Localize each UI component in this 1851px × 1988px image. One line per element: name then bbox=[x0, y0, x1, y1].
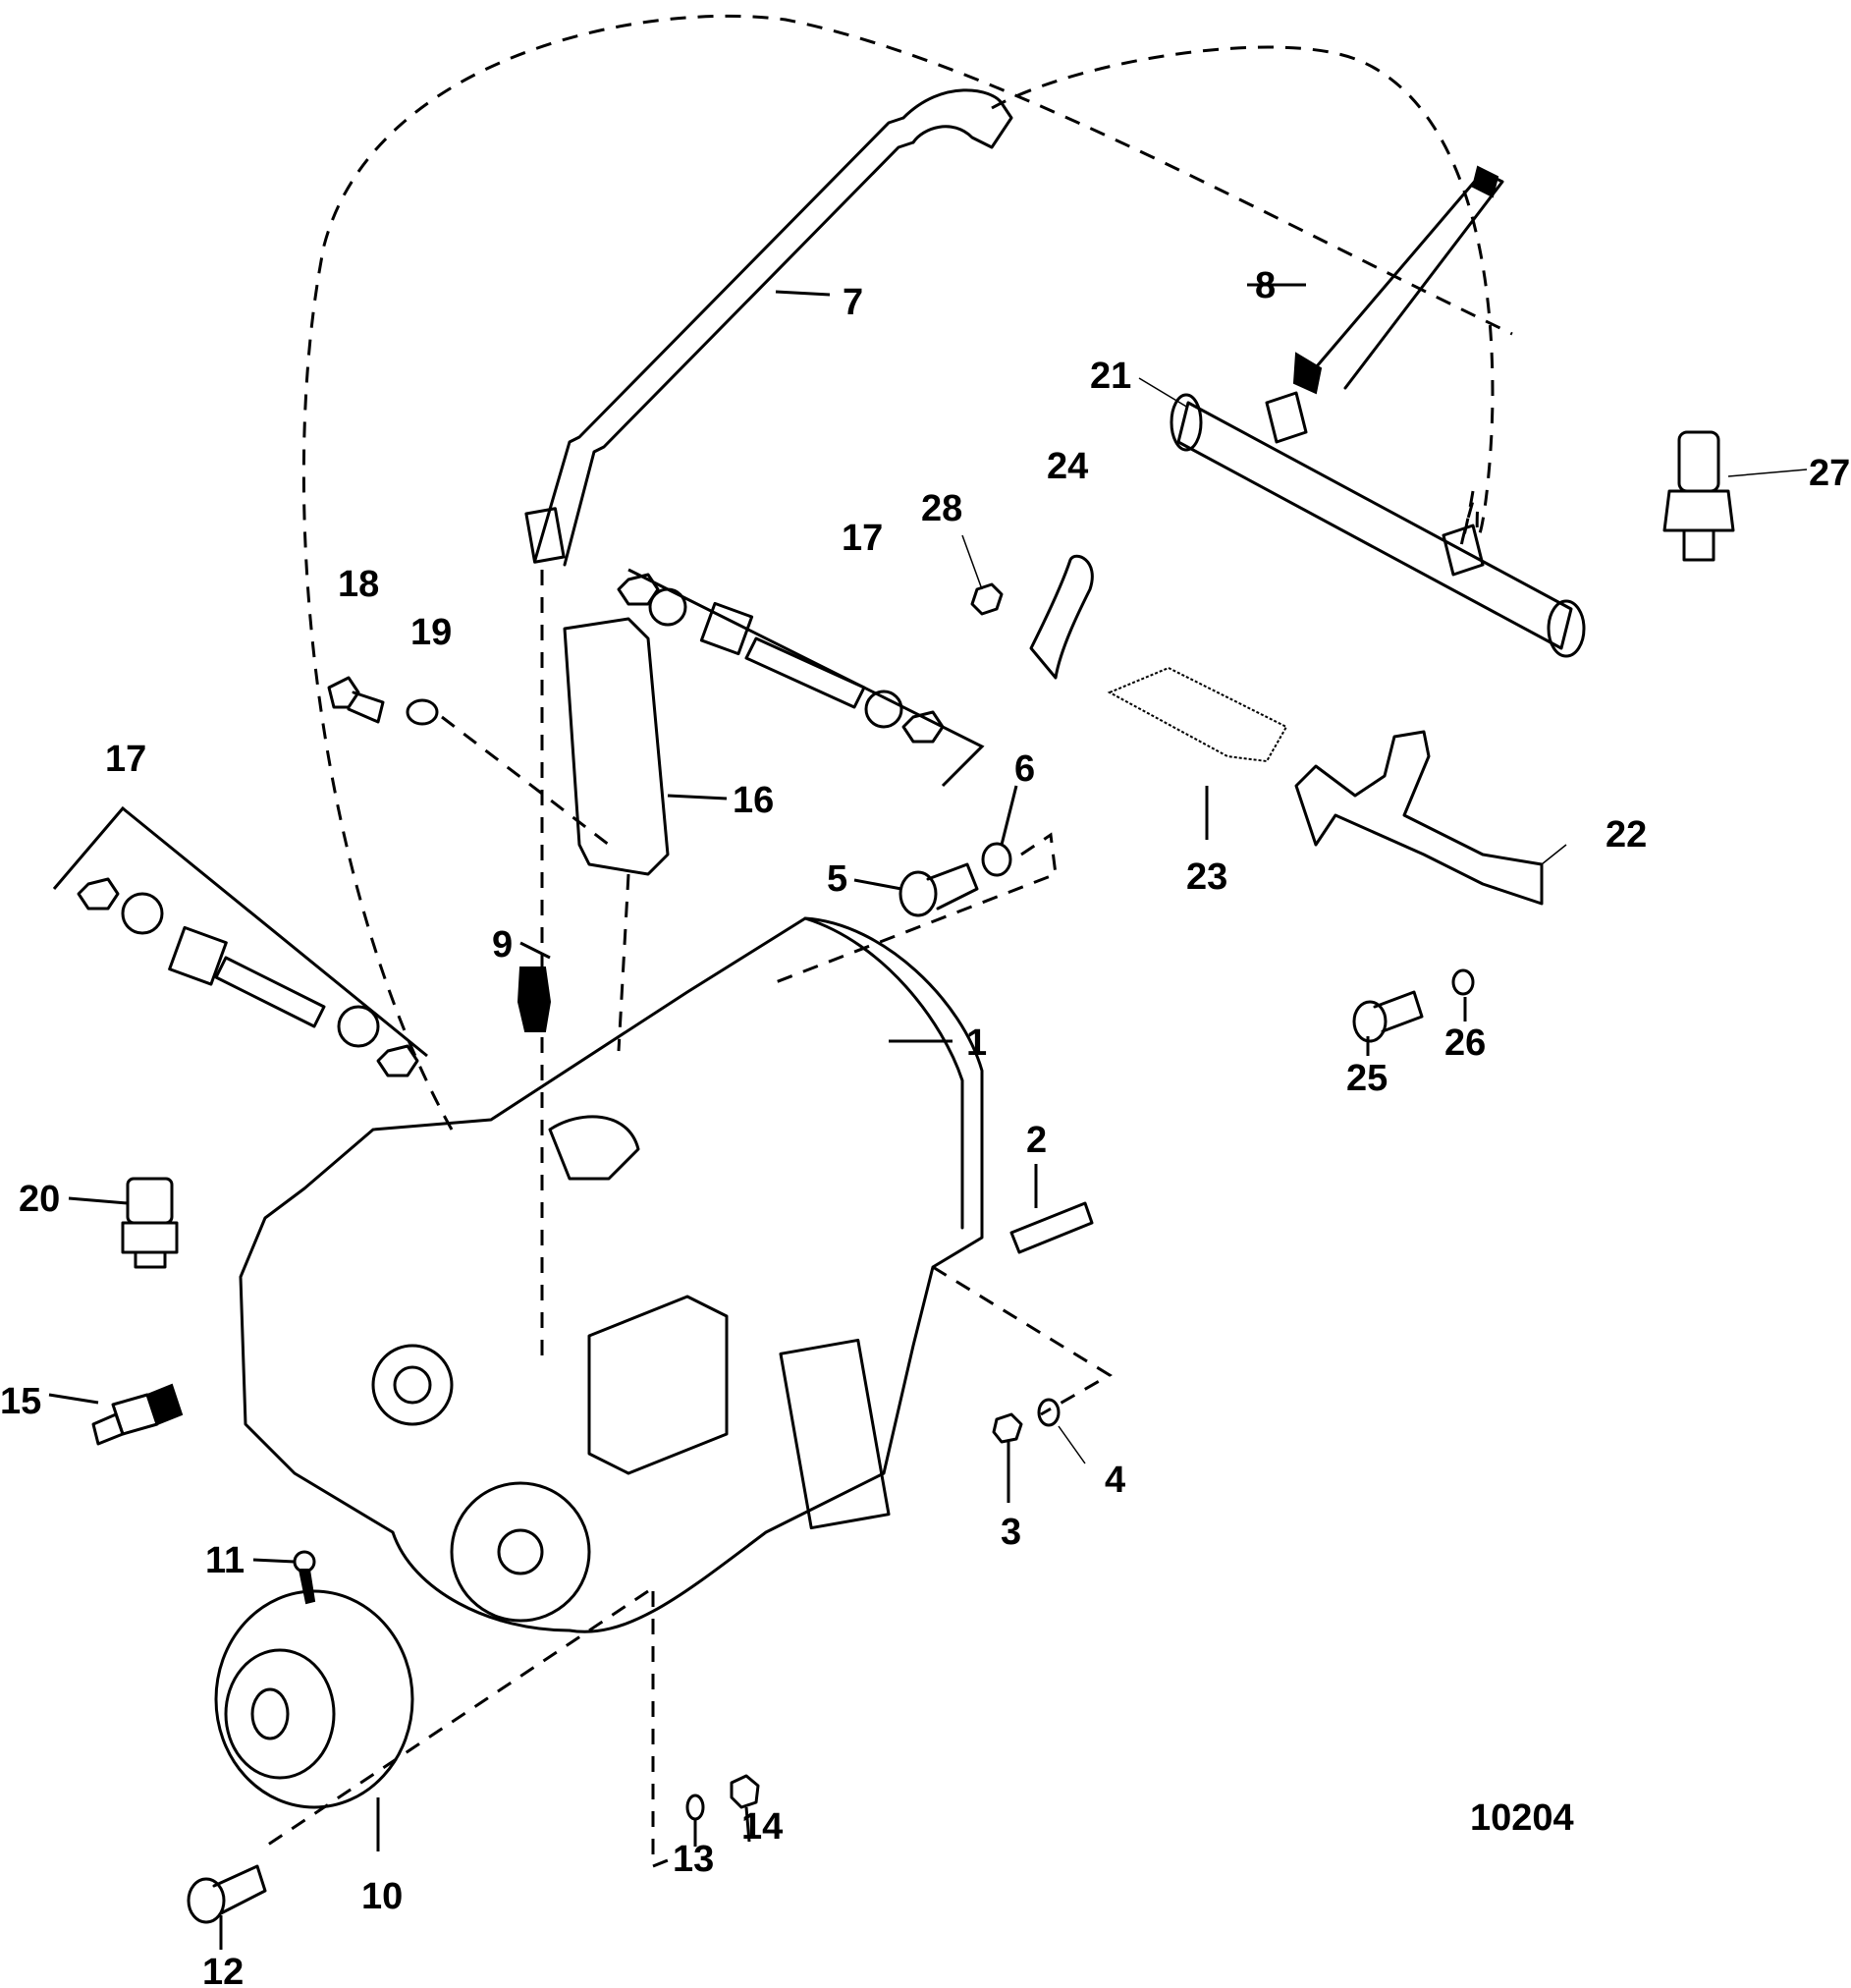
figure-number: 10204 bbox=[1470, 1797, 1574, 1839]
part-17-mount-kit-top bbox=[617, 568, 985, 788]
dash-housing-to-10 bbox=[264, 1589, 649, 1849]
part-19-lock-washer bbox=[406, 698, 439, 726]
part-1-transmission-housing bbox=[239, 916, 984, 1633]
part-27-sensor bbox=[1662, 430, 1735, 562]
callout-19: 19 bbox=[410, 612, 452, 653]
callout-21: 21 bbox=[1090, 356, 1131, 397]
part-25-bolt bbox=[1352, 990, 1424, 1043]
dash-19-to-16 bbox=[441, 715, 610, 847]
callout-27: 27 bbox=[1809, 453, 1850, 494]
part-5-bolt bbox=[898, 862, 979, 917]
dash-housing-to-3-4 bbox=[932, 1265, 1113, 1416]
callout-3: 3 bbox=[1001, 1512, 1021, 1553]
part-15-sender bbox=[91, 1383, 184, 1446]
part-13-washer bbox=[685, 1794, 705, 1821]
part-23-insulator-strip bbox=[1107, 666, 1288, 763]
callout-24: 24 bbox=[1047, 446, 1088, 487]
callout-labels: 7 8 21 27 24 28 17 18 19 17 16 6 5 23 22… bbox=[0, 265, 1850, 1988]
callout-22: 22 bbox=[1606, 814, 1647, 856]
part-17-mount-kit-left bbox=[52, 805, 428, 1077]
part-6-washer bbox=[981, 842, 1012, 877]
part-11-screw bbox=[293, 1550, 316, 1605]
part-20-switch bbox=[121, 1177, 179, 1269]
part-2-dowel-pin bbox=[1009, 1201, 1094, 1254]
callout-18: 18 bbox=[338, 564, 379, 605]
callout-9: 9 bbox=[492, 924, 513, 966]
hose-routing-path-cooler bbox=[1460, 490, 1475, 546]
hose-routing-path-right bbox=[991, 45, 1495, 537]
callout-15: 15 bbox=[0, 1381, 41, 1422]
callout-14: 14 bbox=[741, 1806, 783, 1848]
callout-7: 7 bbox=[843, 282, 863, 323]
leader-lines bbox=[48, 283, 1808, 1950]
part-16-mounting-plate bbox=[563, 617, 670, 876]
dash-16-to-housing bbox=[617, 873, 630, 1052]
callout-2: 2 bbox=[1026, 1120, 1047, 1161]
part-10-drive-flange bbox=[214, 1589, 414, 1809]
part-12-bolt bbox=[187, 1864, 267, 1924]
callout-25: 25 bbox=[1346, 1058, 1388, 1099]
part-28-nut bbox=[970, 582, 1004, 616]
part-14-nut bbox=[730, 1774, 760, 1809]
callout-12: 12 bbox=[202, 1952, 244, 1988]
callout-1: 1 bbox=[966, 1022, 987, 1064]
hose-routing-path-left bbox=[301, 14, 1513, 1131]
dash-6-to-housing bbox=[775, 832, 1058, 984]
callout-5: 5 bbox=[827, 858, 847, 900]
part-3-nut bbox=[992, 1412, 1023, 1444]
callout-16: 16 bbox=[733, 780, 774, 821]
part-24-clamp bbox=[1029, 554, 1094, 680]
callout-23: 23 bbox=[1186, 856, 1227, 898]
part-9-fitting bbox=[517, 966, 552, 1032]
callout-17-top: 17 bbox=[842, 518, 883, 559]
part-18-bolt bbox=[327, 676, 385, 724]
part-26-washer bbox=[1451, 968, 1475, 996]
part-8-oil-pipe bbox=[1292, 165, 1504, 395]
callout-17-left: 17 bbox=[105, 739, 146, 780]
callout-11: 11 bbox=[205, 1540, 245, 1581]
callout-8: 8 bbox=[1255, 265, 1276, 306]
part-7-oil-hose bbox=[524, 88, 1013, 567]
part-21-oil-cooler bbox=[1170, 391, 1586, 658]
callout-4: 4 bbox=[1105, 1460, 1125, 1501]
callout-20: 20 bbox=[19, 1179, 60, 1220]
callout-6: 6 bbox=[1014, 748, 1035, 790]
part-22-bracket bbox=[1294, 730, 1544, 906]
dash-housing-to-13 bbox=[651, 1591, 679, 1869]
part-4-washer bbox=[1037, 1398, 1061, 1427]
callout-28: 28 bbox=[921, 488, 962, 529]
callout-26: 26 bbox=[1444, 1022, 1486, 1064]
callout-10: 10 bbox=[361, 1876, 403, 1917]
callout-13: 13 bbox=[673, 1839, 714, 1880]
